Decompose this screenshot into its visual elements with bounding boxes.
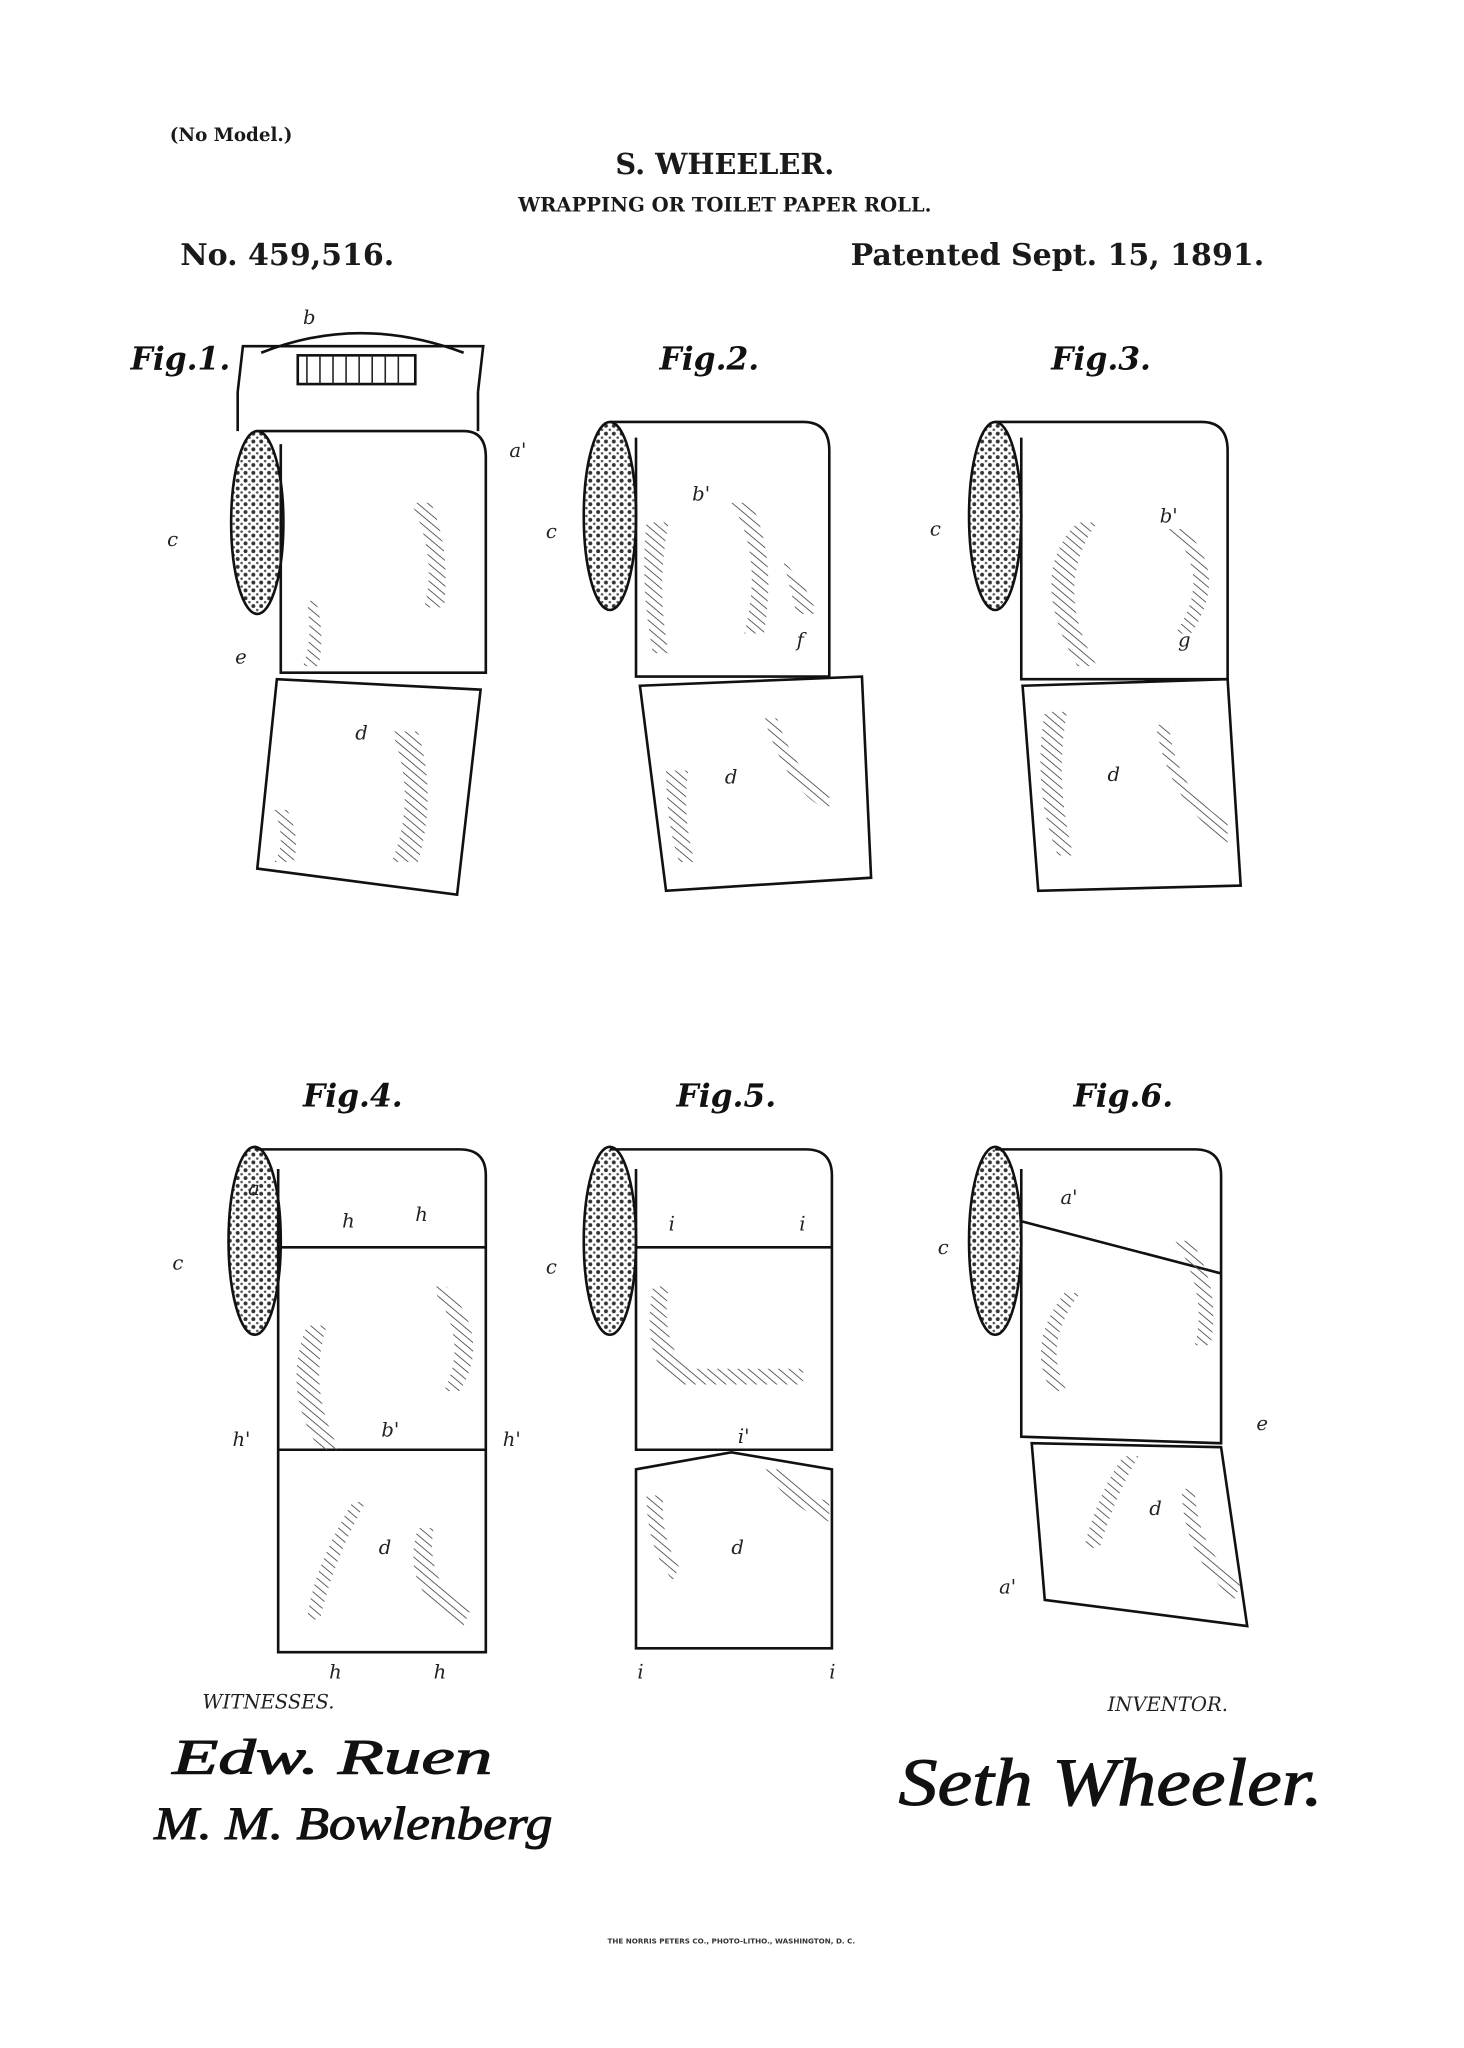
ref-label: d bbox=[379, 1536, 392, 1559]
ref-label: i bbox=[799, 1212, 805, 1235]
figure-5: Fig.5. c i i i' d i i bbox=[546, 1078, 836, 1683]
ref-label: a' bbox=[999, 1575, 1016, 1598]
paper-sheet bbox=[255, 677, 483, 897]
figure-6: Fig.6. a' c e d a' bbox=[938, 1078, 1268, 1628]
ref-label: b' bbox=[381, 1419, 399, 1442]
ref-label: a' bbox=[1060, 1186, 1077, 1209]
figure-3: Fig.3. b' c g d bbox=[930, 342, 1243, 893]
ref-label: b' bbox=[692, 482, 710, 505]
ref-label: i' bbox=[738, 1425, 750, 1448]
ref-label: f bbox=[795, 629, 808, 652]
perforation-line bbox=[278, 1246, 486, 1452]
ref-label: h bbox=[342, 1210, 355, 1233]
diagonal-perforation-line bbox=[1020, 1219, 1222, 1275]
witnesses-label: WITNESSES. bbox=[202, 1690, 334, 1713]
roll-end bbox=[582, 1145, 638, 1337]
figure-label: Fig.6. bbox=[1073, 1078, 1174, 1114]
figure-label: Fig.3. bbox=[1050, 342, 1151, 378]
ref-label: h' bbox=[503, 1428, 521, 1451]
paper-sheet bbox=[1030, 1441, 1249, 1628]
patent-number: No. 459,516. bbox=[180, 238, 394, 273]
inventor-signature: Seth Wheeler. bbox=[899, 1744, 1323, 1820]
ref-label: e bbox=[1256, 1412, 1268, 1435]
ref-label: c bbox=[546, 1255, 557, 1278]
ref-label: h bbox=[415, 1203, 428, 1226]
figure-label: Fig.4. bbox=[302, 1078, 403, 1114]
figure-4: Fig.4. a h h c h' b' h' d h h bbox=[172, 1078, 520, 1683]
ref-label: d bbox=[355, 721, 368, 744]
ref-label: i bbox=[637, 1660, 643, 1683]
witness-signature-1: Edw. Ruen bbox=[171, 1730, 492, 1785]
roll-end bbox=[967, 420, 1023, 612]
ref-label: g bbox=[1178, 629, 1191, 652]
figure-label: Fig.1. bbox=[130, 342, 231, 378]
roll-end bbox=[227, 1145, 283, 1337]
ref-label: h bbox=[329, 1660, 342, 1683]
roll-body bbox=[609, 420, 831, 678]
roll-end bbox=[967, 1145, 1023, 1337]
inventor-label: INVENTOR. bbox=[1106, 1693, 1228, 1716]
ref-label: c bbox=[938, 1236, 949, 1259]
ref-label: h bbox=[434, 1660, 447, 1683]
ref-label: a' bbox=[509, 439, 526, 462]
printer-line: THE NORRIS PETERS CO., PHOTO-LITHO., WAS… bbox=[608, 1936, 856, 1945]
roll-body bbox=[254, 1148, 488, 1654]
figure-1: Fig.1. b a' c e d bbox=[130, 306, 526, 897]
ref-label: i bbox=[829, 1660, 835, 1683]
patent-title: WRAPPING OR TOILET PAPER ROLL. bbox=[517, 194, 931, 217]
figure-2: Fig.2. b' c f d bbox=[546, 342, 873, 893]
roll-body bbox=[257, 429, 488, 674]
ref-label: c bbox=[546, 520, 557, 543]
ref-label: e bbox=[235, 646, 247, 669]
roll-body bbox=[995, 420, 1229, 681]
ref-label: d bbox=[1107, 763, 1120, 786]
inventor-name: S. WHEELER. bbox=[615, 147, 834, 181]
ref-label: d bbox=[725, 766, 738, 789]
figure-label: Fig.5. bbox=[675, 1078, 776, 1114]
witness-signature-2: M. M. Bowlenberg bbox=[153, 1798, 552, 1850]
ref-label: c bbox=[930, 518, 941, 541]
ref-label: d bbox=[1149, 1497, 1162, 1520]
patent-date: Patented Sept. 15, 1891. bbox=[851, 238, 1265, 273]
ref-label: a bbox=[248, 1177, 260, 1200]
roll-end bbox=[229, 429, 285, 616]
ref-label: c bbox=[172, 1252, 183, 1275]
paper-sheet bbox=[638, 675, 873, 893]
roll-body bbox=[609, 1148, 834, 1452]
ref-label: c bbox=[167, 528, 178, 551]
roll-body bbox=[995, 1148, 1223, 1445]
roll-end bbox=[582, 420, 638, 612]
ref-label: b bbox=[303, 306, 316, 329]
paper-sheet bbox=[1021, 677, 1243, 893]
roll-holder-bracket bbox=[236, 331, 485, 432]
ref-label: d bbox=[731, 1536, 744, 1559]
paper-sheet bbox=[634, 1451, 834, 1650]
figure-label: Fig.2. bbox=[659, 342, 760, 378]
ref-label: b' bbox=[1160, 505, 1178, 528]
ref-label: h' bbox=[232, 1428, 250, 1451]
ref-label: i bbox=[669, 1212, 675, 1235]
model-note: (No Model.) bbox=[170, 125, 293, 146]
